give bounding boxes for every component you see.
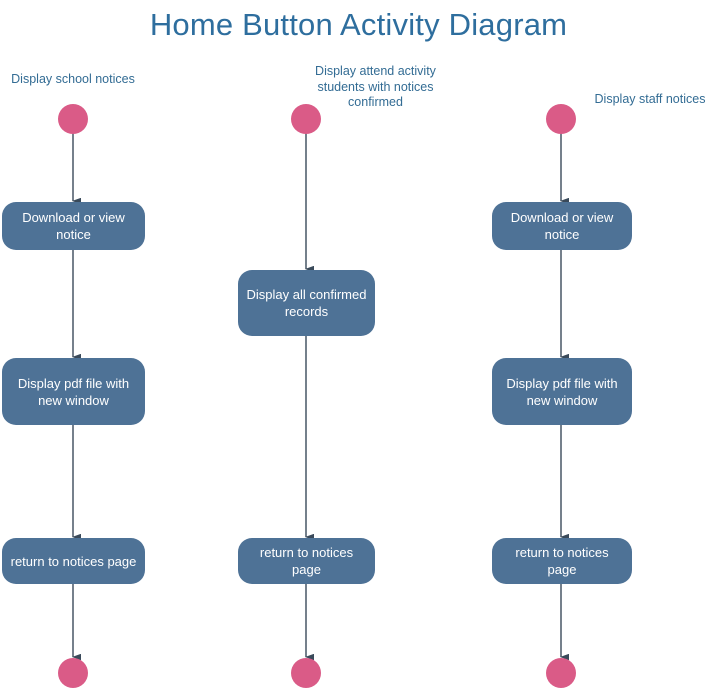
activity-label: Display pdf file with new window bbox=[17, 375, 130, 408]
activity-download-or-view-notice-lane3[interactable]: Download or view notice bbox=[492, 202, 632, 250]
activity-display-all-confirmed-records-lane2[interactable]: Display all confirmed records bbox=[238, 270, 375, 336]
activity-label: return to notices page bbox=[259, 545, 354, 577]
activity-label: return to notices page bbox=[515, 545, 609, 577]
initial-node-lane2[interactable] bbox=[291, 104, 321, 134]
start-label-staff-notices: Display staff notices bbox=[594, 92, 706, 106]
activity-return-to-notices-page-lane1[interactable]: return to notices page bbox=[2, 538, 145, 584]
activity-label: Download or view notice bbox=[22, 210, 125, 242]
start-label-school-notices: Display school notices bbox=[11, 72, 135, 86]
activity-return-to-notices-page-lane2[interactable]: return to notices page bbox=[238, 538, 375, 584]
final-node-lane1[interactable] bbox=[58, 658, 88, 688]
activity-label: Download or view notice bbox=[510, 210, 614, 242]
activity-return-to-notices-page-lane3[interactable]: return to notices page bbox=[492, 538, 632, 584]
final-node-lane3[interactable] bbox=[546, 658, 576, 688]
final-node-lane2[interactable] bbox=[291, 658, 321, 688]
activity-label: Display pdf file with new window bbox=[506, 375, 618, 408]
activity-label: return to notices page bbox=[10, 553, 137, 569]
initial-node-lane1[interactable] bbox=[58, 104, 88, 134]
activity-label: Display all confirmed records bbox=[246, 287, 367, 319]
page-title: Home Button Activity Diagram bbox=[149, 7, 568, 42]
activity-display-pdf-new-window-lane1[interactable]: Display pdf file with new window bbox=[2, 358, 145, 425]
activity-display-pdf-new-window-lane3[interactable]: Display pdf file with new window bbox=[492, 358, 632, 425]
activity-download-or-view-notice-lane1[interactable]: Download or view notice bbox=[2, 202, 145, 250]
start-label-attend-activity: Display attend activity students with no… bbox=[315, 64, 436, 109]
initial-node-lane3[interactable] bbox=[546, 104, 576, 134]
